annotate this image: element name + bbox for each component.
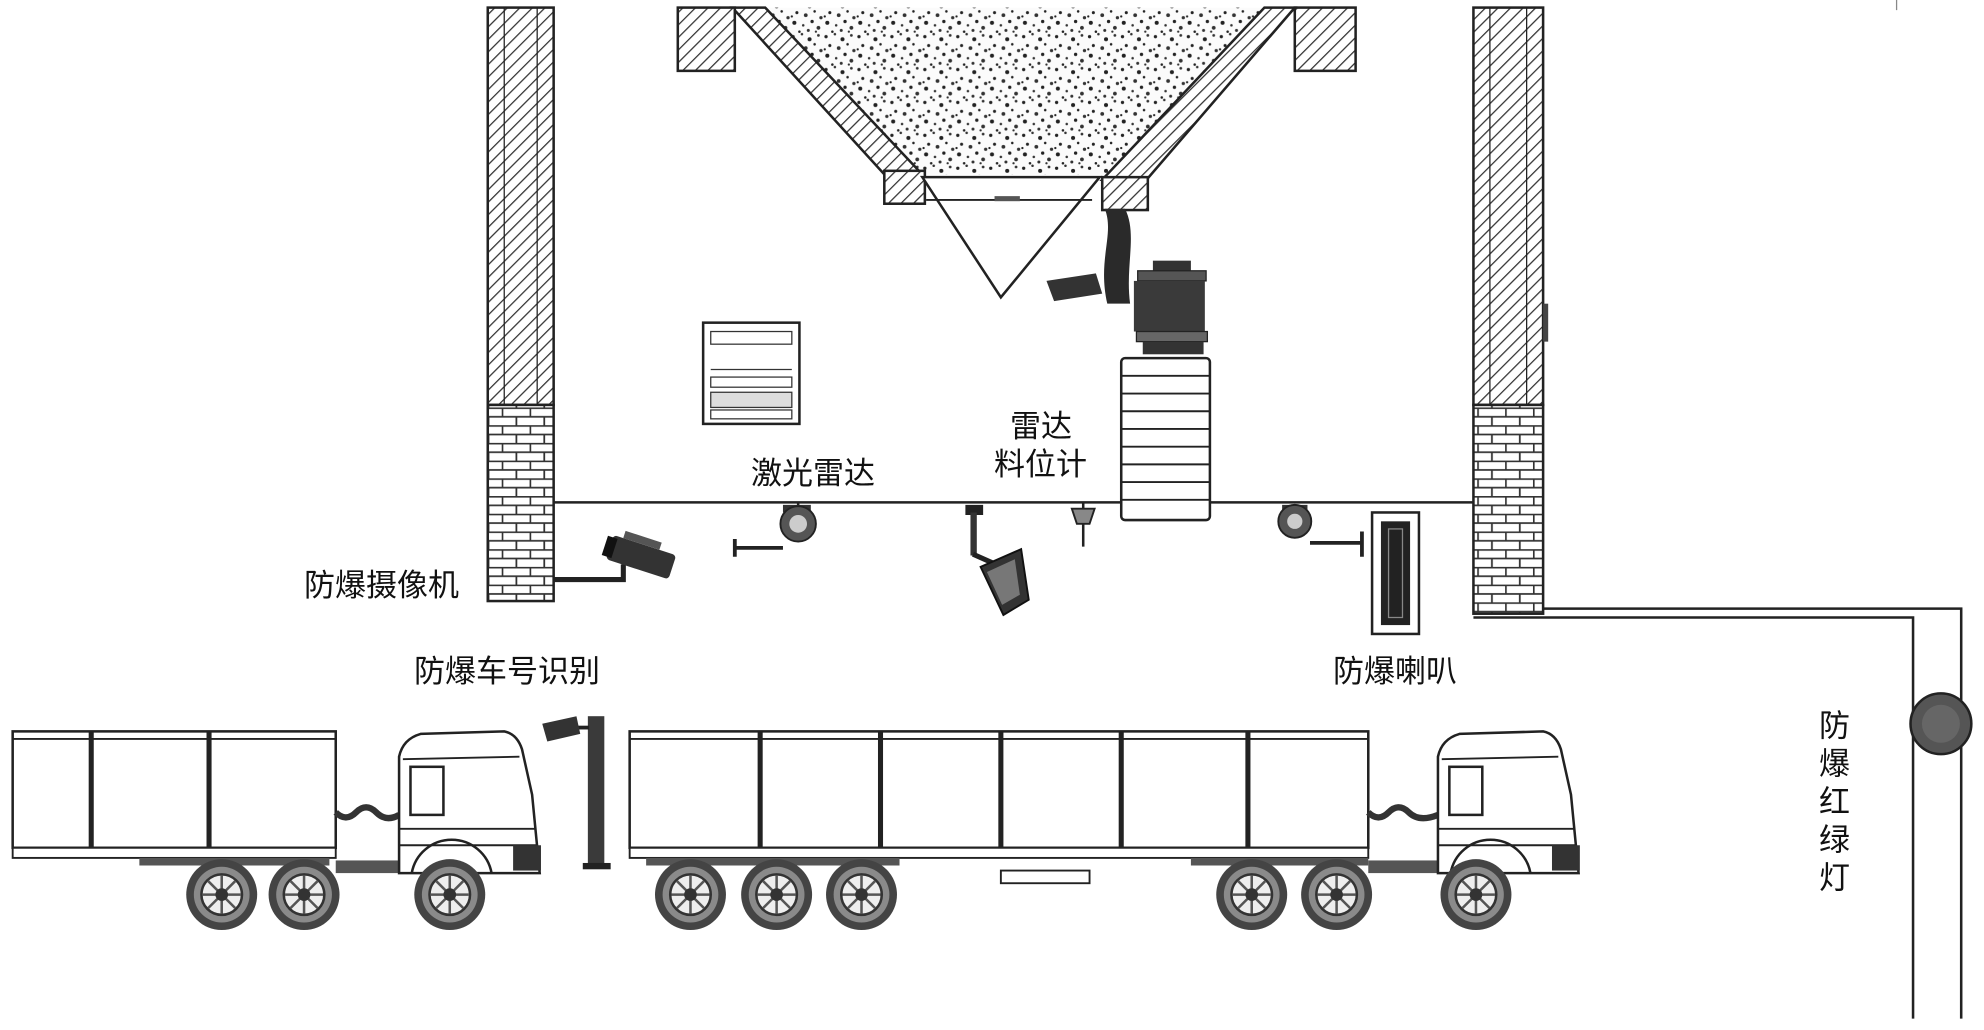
truck-cab-right bbox=[1436, 730, 1580, 875]
laser-radar-left bbox=[732, 502, 817, 557]
control-cabinet bbox=[701, 321, 801, 426]
cab-window bbox=[1448, 765, 1484, 817]
label-explosion-proof-camera: 防爆摄像机 bbox=[304, 568, 459, 604]
laser-radar-right bbox=[1277, 503, 1364, 557]
label-plate-recognition: 防爆车号识别 bbox=[414, 654, 600, 690]
air-hose bbox=[333, 804, 401, 822]
silo-hopper bbox=[676, 6, 1357, 300]
wheel bbox=[1214, 857, 1289, 932]
air-hose bbox=[1366, 804, 1440, 822]
label-traffic-light: 防爆红绿灯 bbox=[1813, 709, 1849, 899]
cab-window bbox=[409, 765, 445, 817]
wheel bbox=[267, 857, 341, 932]
traffic-light bbox=[1909, 692, 1973, 756]
trailer-left bbox=[11, 730, 338, 866]
label-radar-level-meter-line2: 料位计 bbox=[994, 447, 1087, 483]
truck-right bbox=[628, 730, 1580, 932]
label-laser-radar: 激光雷达 bbox=[751, 456, 875, 492]
truck-cab-left bbox=[397, 730, 542, 875]
wheel bbox=[413, 857, 487, 932]
truck-left bbox=[11, 730, 542, 932]
plate-recognition-camera bbox=[542, 716, 581, 742]
loading-chute bbox=[1046, 208, 1212, 522]
radar-level-meter bbox=[1070, 502, 1096, 547]
plate-recognition-pole bbox=[542, 716, 611, 870]
telescopic-spout bbox=[1119, 356, 1212, 522]
right-wall bbox=[1472, 6, 1549, 615]
wheel bbox=[653, 857, 728, 932]
wheel bbox=[1299, 857, 1374, 932]
discharge-cone bbox=[919, 175, 1103, 300]
spotlight bbox=[965, 504, 1030, 617]
explosion-proof-speaker bbox=[1370, 511, 1421, 636]
explosion-proof-camera bbox=[553, 530, 676, 583]
label-explosion-proof-speaker: 防爆喇叭 bbox=[1333, 654, 1457, 690]
wheel bbox=[1439, 857, 1513, 932]
wheel bbox=[739, 857, 814, 932]
wheel bbox=[824, 857, 899, 932]
left-wall bbox=[486, 6, 555, 603]
label-radar-level-meter-line1: 雷达 bbox=[1010, 409, 1072, 445]
traffic-light-pole bbox=[1473, 607, 1963, 1019]
wheel bbox=[184, 857, 259, 932]
